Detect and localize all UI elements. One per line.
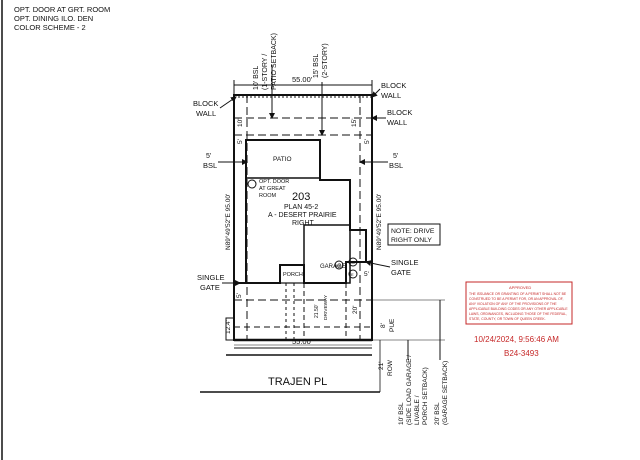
rear-10-left: 10' — [237, 119, 244, 127]
orientation: RIGHT — [292, 220, 315, 227]
porch-outline — [279, 264, 305, 284]
rear-setback-left-label-1: 10' BSL — [253, 66, 260, 90]
driveway-width: 21.50' — [314, 304, 320, 318]
row-label: ROW — [387, 359, 394, 376]
block-wall-left-leader — [219, 96, 237, 109]
single-gate-right-2: GATE — [391, 268, 411, 277]
hb-marker — [334, 260, 344, 270]
drive-note-2: RIGHT ONLY — [391, 237, 432, 244]
rear-setback-right-label-1: 15' BSL — [313, 54, 320, 78]
block-wall-left-1: BLOCK — [193, 99, 218, 108]
row-21: 21' — [378, 362, 385, 370]
left-side-bearing: N89°49'52"E 95.00' — [224, 194, 232, 250]
driveway-label: DRIVEWAY — [323, 294, 329, 320]
front-20-dim: 20' — [352, 306, 359, 314]
porch-label: PORCH — [283, 272, 303, 278]
ac-marker — [348, 257, 358, 267]
stamp-text-1: THE ISSUANCE OR GRANTING OF A PERMIT SHA… — [469, 292, 567, 296]
drive-note-1: NOTE: DRIVE — [391, 228, 435, 235]
stamp-permit: B24-3493 — [504, 349, 539, 358]
garage-label: GARAGE — [320, 264, 346, 270]
opt-door-marker — [247, 179, 257, 189]
block-wall-right-top-leader — [371, 88, 381, 98]
opt-door-2: AT GREAT — [259, 186, 286, 192]
street-name: TRAJEN PL — [268, 376, 327, 388]
elevation-name: A - DESERT PRAIRIE — [268, 212, 337, 219]
opt-door-3: ROOM — [259, 193, 277, 199]
bsl-side-load-3: LIVABLE / — [414, 395, 421, 425]
ac-marker-label: AC — [350, 260, 356, 265]
side-5-top-right: 5' — [364, 139, 371, 144]
block-wall-right-top-1: BLOCK — [381, 81, 406, 90]
side-5-top-left: 5' — [237, 139, 244, 144]
bsl-garage-2: (GARAGE SETBACK) — [442, 361, 449, 425]
bsl-side-load-2: (SIDE LOAD GARAGE / — [406, 355, 413, 425]
bsl-right: BSL — [389, 161, 403, 170]
patio-label: PATIO — [273, 156, 292, 163]
stamp-text-6: STATE, COUNTY, OR TOWN OF QUEEN CREEK. — [469, 317, 546, 321]
stamp-text-5: LAWS, ORDINANCES, INCLUDING THOSE OF THE… — [469, 312, 567, 316]
electric-marker — [348, 269, 358, 279]
bsl-left: BSL — [203, 161, 217, 170]
block-wall-right-2: WALL — [387, 118, 407, 127]
right-side-bearing: N89°49'52"E 95.00' — [375, 194, 383, 250]
side-5-mid-right: 5' — [393, 153, 398, 160]
top-width-label: 55.00' — [292, 75, 313, 84]
single-gate-right-leader — [365, 260, 391, 268]
rear-15-right: 15' — [351, 119, 358, 127]
stamp-title: APPROVED — [509, 285, 531, 290]
header-note-2: OPT. DINING ILO. DEN — [14, 14, 93, 23]
header-note-1: OPT. DOOR AT GRT. ROOM — [14, 5, 110, 14]
single-gate-left-1: SINGLE — [197, 273, 225, 282]
drive-note-box — [387, 223, 441, 246]
single-gate-left-2: GATE — [200, 283, 220, 292]
bsl-side-load-1: 10' BSL — [398, 402, 405, 425]
bottom-width-label: 55.00' — [292, 337, 313, 346]
plan-name: PLAN 45-2 — [284, 204, 318, 211]
pue-label: PUE — [389, 318, 396, 332]
pue-8: 8' — [380, 323, 387, 328]
rear-setback-left-label-3: PATIO SETBACK) — [271, 33, 278, 90]
electric-marker-label: E — [351, 272, 354, 277]
stamp-datetime: 10/24/2024, 9:56:46 AM — [474, 335, 559, 344]
header-note-3: COLOR SCHEME - 2 — [14, 23, 86, 32]
garage-outline — [303, 224, 351, 284]
block-wall-left-2: WALL — [196, 109, 216, 118]
opt-door-1: OPT. DOOR — [259, 179, 289, 185]
hb-marker-label: HB — [336, 263, 342, 268]
rear-setback-right-label-2: (2-STORY) — [322, 43, 329, 78]
stamp-border — [465, 281, 573, 325]
bsl-side-load-4: PORCH SETBACK) — [422, 367, 429, 425]
side-5-mid-left: 5' — [206, 153, 211, 160]
stamp-text-4: APPLICABLE BUILDING CODES OR ANY OTHER A… — [469, 307, 568, 311]
lot-number: 203 — [292, 191, 310, 203]
approval-stamp: APPROVED THE ISSUANCE OR GRANTING OF A P… — [465, 281, 573, 358]
block-wall-right-1: BLOCK — [387, 108, 412, 117]
side-5-bottom-right: 5' — [364, 271, 369, 278]
bsl-garage-1: 20' BSL — [434, 402, 441, 425]
block-wall-right-top-2: WALL — [381, 91, 401, 100]
single-gate-right-1: SINGLE — [391, 258, 419, 267]
front-12-dim: 12.4' — [225, 320, 232, 334]
rear-setback-left-label-2: (1-STORY / — [262, 54, 269, 90]
side-5-bottom-left: 5' — [236, 293, 243, 298]
stamp-text-3: ANY VIOLATION OF ANY OF THE PROVISIONS O… — [469, 302, 557, 306]
stamp-text-2: CONSTRUED TO BE A PERMIT FOR, OR AN APPR… — [469, 297, 563, 301]
front-wall-stub — [225, 317, 235, 341]
